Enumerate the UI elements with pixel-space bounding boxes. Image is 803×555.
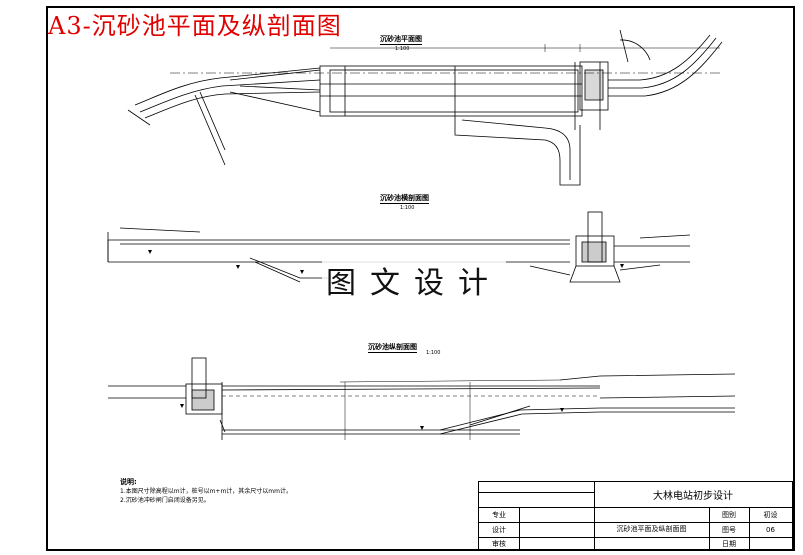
notes-line-2: 2.沉砂池冲砂闸门启闭设备另见。 (120, 497, 210, 504)
title-block: 大林电站初步设计 专业 设计 审核 沉砂池平面及纵剖面图 图别 初设 图号 06… (478, 481, 793, 551)
category-value: 初设 (763, 510, 778, 519)
drawing-title: A3-沉砂池平面及纵剖面图 (48, 12, 342, 40)
notes-title: 说明: (120, 478, 137, 486)
drawing-name: 沉砂池平面及纵剖面图 (616, 524, 687, 533)
number-value: 06 (766, 525, 775, 534)
tb-rule (479, 507, 792, 508)
tb-rule (594, 482, 595, 550)
label-review: 审核 (492, 539, 506, 548)
plan-view-scale: 1:100 (395, 46, 410, 52)
tb-rule (749, 507, 750, 550)
label-number: 图号 (722, 525, 736, 534)
tb-rule (479, 492, 594, 493)
plan-view-title: 沉砂池平面图 (380, 35, 422, 45)
notes-line-1: 1.本图尺寸除高程以m计，桩号以m+m计，其余尺寸以mm计。 (120, 488, 292, 495)
tb-rule (709, 507, 710, 550)
plan-view (127, 29, 723, 186)
label-category: 图别 (722, 510, 736, 519)
long-section-scale: 1:100 (426, 350, 441, 356)
cross-section-scale: 1:100 (400, 205, 415, 211)
tb-rule (479, 537, 792, 538)
label-date: 日期 (722, 539, 736, 548)
longitudinal-section-view (108, 357, 736, 440)
tb-rule (479, 522, 792, 523)
notes-block: 说明: 1.本图尺寸除高程以m计，桩号以m+m计，其余尺寸以mm计。 2.沉砂池… (120, 478, 292, 505)
cross-section-title: 沉砂池横剖面图 (380, 194, 429, 204)
tb-rule (519, 507, 520, 550)
watermark-text: 图文设计 (322, 258, 506, 302)
long-section-title: 沉砂池纵剖面图 (368, 343, 417, 353)
project-name: 大林电站初步设计 (653, 491, 733, 502)
label-design: 设计 (492, 525, 506, 534)
label-major: 专业 (492, 510, 506, 519)
drawing-frame (46, 6, 795, 551)
